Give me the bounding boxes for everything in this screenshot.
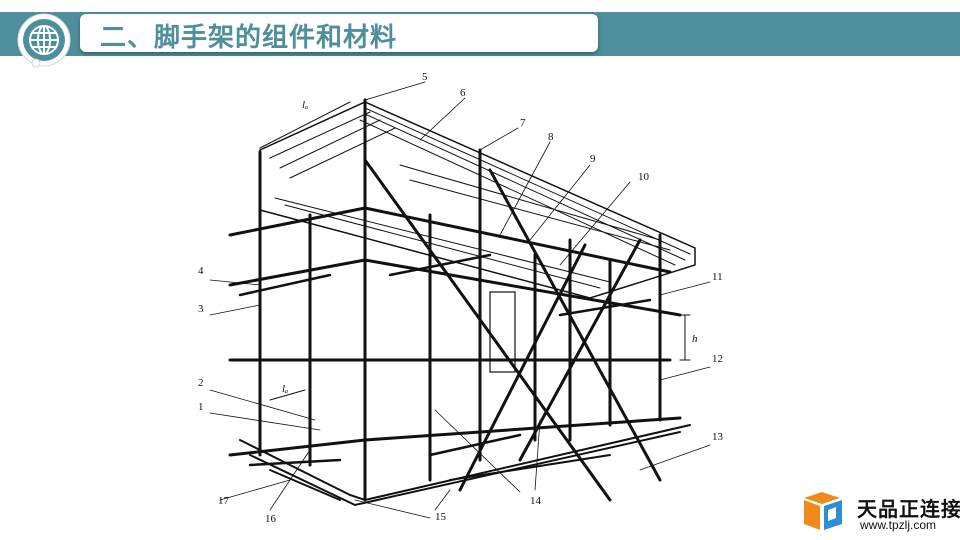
callout-15: 15 <box>435 511 447 523</box>
brand-logo <box>800 490 960 538</box>
callout-1: 1 <box>198 401 204 413</box>
callout-16: 16 <box>265 513 277 525</box>
page-title: 二、脚手架的组件和材料 <box>100 23 398 53</box>
callout-9: 9 <box>590 153 596 165</box>
callout-12: 12 <box>712 353 723 365</box>
callout-3: 3 <box>198 303 204 315</box>
dimension-label-height: h <box>692 333 698 345</box>
callout-10: 10 <box>638 171 650 183</box>
brand-url: www.tpzlj.com <box>860 518 937 532</box>
title-box: 二、脚手架的组件和材料 <box>80 14 598 53</box>
callout-17: 17 <box>218 495 230 507</box>
dimension-label-span-top: lₐ <box>302 99 308 111</box>
callout-8: 8 <box>548 131 554 143</box>
scaffold-diagram: 1 2 3 4 5 6 7 8 9 10 11 12 13 14 15 16 1… <box>190 60 750 530</box>
callout-14: 14 <box>530 495 542 507</box>
callout-4: 4 <box>198 265 204 277</box>
callout-6: 6 <box>460 87 466 99</box>
callout-13: 13 <box>712 431 724 443</box>
callout-7: 7 <box>520 117 526 129</box>
callout-11: 11 <box>712 271 723 283</box>
dimension-label-span-bottom: lₐ <box>282 383 288 395</box>
callout-2: 2 <box>198 377 204 389</box>
globe-icon <box>14 10 74 70</box>
cube-logo-icon <box>804 492 842 530</box>
callout-5: 5 <box>422 71 428 83</box>
brand-name: 天品正连接 <box>857 497 960 521</box>
